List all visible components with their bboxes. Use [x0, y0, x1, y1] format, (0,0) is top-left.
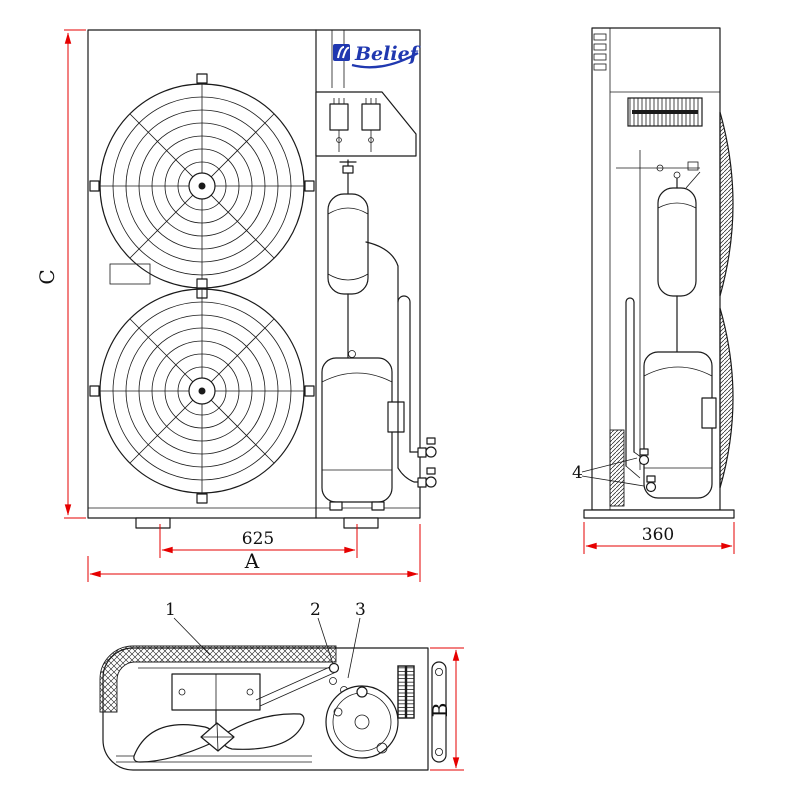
brand-logo-text: Belief: [354, 43, 421, 65]
side-coil-lower: [719, 307, 734, 489]
brand-logo-swoosh: [351, 51, 419, 69]
callout-1: 1: [165, 600, 211, 656]
callout-2-label: 2: [310, 600, 321, 620]
dimension-height-C: C: [35, 29, 86, 519]
service-valve-1: [417, 437, 437, 458]
callout-4-label: 4: [572, 463, 583, 483]
dimension-foot-spacing-625: 625: [159, 524, 358, 558]
callout-1-label: 1: [165, 600, 176, 620]
callout-3: 3: [347, 600, 366, 679]
service-valve-2: [417, 467, 437, 488]
piping-front: [365, 241, 437, 488]
contactor-2: [361, 103, 381, 131]
side-view: 4: [572, 27, 735, 519]
front-foot-right: [343, 517, 379, 529]
side-piping-top: [616, 150, 701, 470]
compressor-side: [643, 351, 717, 499]
side-base-plate: [583, 509, 735, 519]
side-bracket-top: [431, 661, 447, 763]
compressor-top: [325, 685, 399, 759]
dim-depth-label: 360: [642, 525, 674, 545]
side-grille-top: [397, 665, 415, 719]
brand-logo: Belief: [331, 30, 421, 88]
coil-fins-side: [609, 429, 625, 507]
side-coil-upper: [719, 111, 734, 297]
support-arm: [255, 662, 348, 707]
compressor-terminal-box: [387, 401, 405, 433]
callout-4: 4: [572, 457, 645, 487]
top-vent-grille: [627, 97, 703, 127]
control-box: [315, 91, 417, 157]
dimension-depth-360: 360: [583, 522, 735, 554]
fan-blade-top: [133, 713, 305, 763]
receiver-valve: [342, 165, 354, 174]
condenser-coil-band: [99, 645, 337, 713]
brand-logo-icon: [333, 44, 350, 61]
callout-3-label: 3: [355, 600, 366, 620]
receiver-tank-side: [657, 171, 697, 353]
dim-width-label: A: [244, 549, 260, 573]
front-foot-left: [135, 517, 171, 529]
fan-motor-top: [171, 673, 261, 725]
dimension-top-depth-B: B: [428, 647, 464, 771]
side-valves: [638, 448, 657, 493]
receiver-tank-front: [327, 159, 369, 359]
callout-2: 2: [310, 600, 334, 665]
dimension-width-A: A: [87, 524, 421, 582]
dim-top-depth-label: B: [428, 703, 452, 718]
compressor-front: [321, 350, 405, 511]
front-view: Belief: [87, 29, 437, 529]
dim-foot-spacing-label: 625: [242, 529, 274, 549]
contactor-1: [329, 103, 349, 131]
top-view: 1 2 3: [99, 600, 447, 771]
dim-height-label: C: [35, 269, 59, 284]
